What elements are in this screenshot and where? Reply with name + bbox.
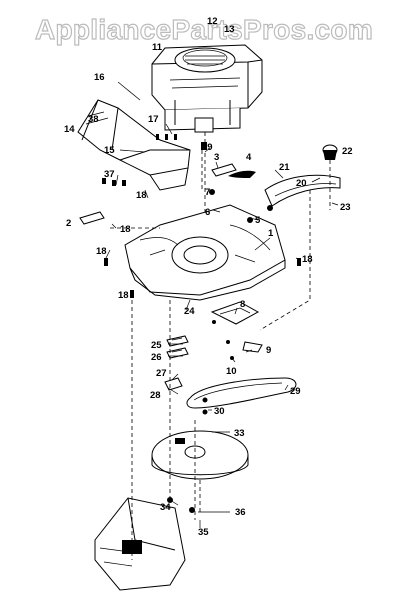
callout-labels: 1 2 3 4 5 6 7 8 9 10 11 12 13 14 15 16 1… [64,16,353,538]
lower-housing-part [94,497,186,591]
engine-part [151,44,263,133]
callout-18-a: 18 [136,190,147,201]
callout-4: 4 [246,152,252,163]
callout-8: 8 [240,299,245,310]
callout-18-e: 18 [118,290,129,301]
callout-34: 34 [160,502,171,513]
callout-37: 37 [104,169,115,180]
callout-33: 33 [234,428,245,439]
callout-6: 6 [205,207,210,218]
drive-belt-part [186,377,297,409]
hardware-bolts [102,134,301,513]
clip-part-4 [228,170,256,178]
plate-parts-25-26 [166,335,189,359]
callout-25: 25 [151,340,162,351]
callout-11: 11 [152,42,163,53]
callout-35: 35 [198,527,209,538]
callout-21: 21 [279,162,290,173]
bracket-part-9 [242,341,263,353]
callout-7: 7 [205,187,210,198]
callout-9: 9 [266,345,271,356]
callout-38: 38 [88,114,99,125]
callout-27: 27 [156,368,167,379]
callout-18-d: 18 [302,254,313,265]
callout-23: 23 [340,202,351,213]
callout-36: 36 [235,507,246,518]
callout-13: 13 [224,24,235,35]
mower-deck-part [124,204,286,301]
callout-30: 30 [214,406,225,417]
callout-18-b: 18 [120,224,131,235]
callout-22: 22 [342,146,353,157]
plate-part-2 [79,211,105,225]
discharge-chute-part [77,99,191,191]
callout-10: 10 [226,366,237,377]
callout-leaders [105,81,339,528]
callout-18-c: 18 [96,246,107,257]
dashed-alignment-lines [110,150,311,560]
callout-5: 5 [255,215,261,226]
callout-1: 1 [268,228,274,239]
callout-3: 3 [214,152,219,163]
callout-16: 16 [94,72,105,83]
callout-12: 12 [207,16,218,27]
watermark-logo: AppliancePartsPros.com [34,13,374,45]
clip-part-3 [211,163,237,177]
callout-2: 2 [66,218,71,229]
callout-14: 14 [64,124,75,135]
callout-24: 24 [184,306,195,317]
callout-17: 17 [148,114,159,125]
deflector-part [264,174,341,207]
callout-28: 28 [150,390,161,401]
part-28 [164,377,183,391]
callout-15: 15 [104,145,115,156]
callout-19: 19 [202,142,213,153]
knob-part [322,144,338,160]
callout-29: 29 [290,386,301,397]
callout-26: 26 [151,352,162,363]
callout-20: 20 [296,178,307,189]
